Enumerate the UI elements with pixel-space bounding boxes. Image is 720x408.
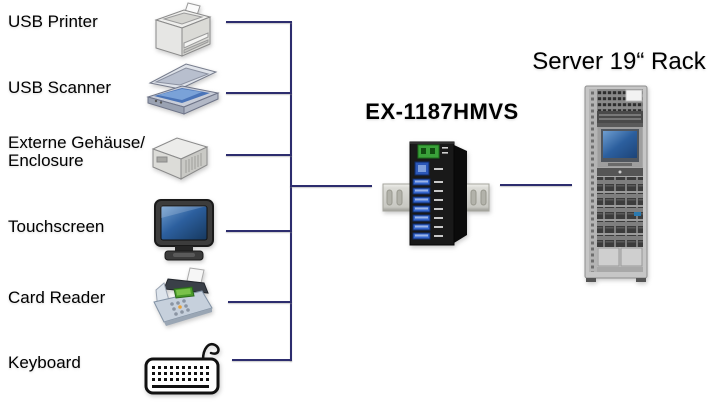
label-keyboard: Keyboard [8, 353, 81, 372]
usb-b-upstream-port [414, 161, 430, 176]
scanner-icon [146, 63, 220, 115]
server-rack-icon [584, 85, 648, 282]
bus-vertical-line [290, 21, 292, 361]
rack-monitor [597, 123, 643, 167]
hub-to-rack-line [500, 184, 572, 186]
card-reader-icon [153, 267, 213, 326]
label-enclosure-line2: Enclosure [8, 151, 84, 170]
usb-hub-din-rail-icon [382, 141, 490, 246]
label-enclosure-line1: Externe Gehäuse/ [8, 133, 146, 152]
drive-enclosure-icon [151, 137, 209, 180]
label-enclosure: Externe Gehäuse/ Enclosure [8, 134, 145, 170]
branch-line-scanner [226, 92, 292, 94]
usb-a-ports [412, 178, 443, 240]
touchscreen-icon [154, 199, 214, 261]
power-terminal-block [417, 144, 440, 159]
label-card-reader: Card Reader [8, 288, 106, 307]
branch-line-keyboard [232, 359, 292, 361]
label-usb-printer: USB Printer [8, 12, 98, 31]
branch-line-card-reader [228, 301, 292, 303]
printer-icon [154, 2, 212, 57]
bus-to-hub-line [290, 185, 372, 187]
hub-model-title: EX-1187HMVS [365, 99, 519, 124]
rack-servers [597, 177, 643, 247]
usb-hub-body [409, 141, 467, 246]
server-rack-title: Server 19“ Rack [532, 48, 706, 75]
label-usb-scanner: USB Scanner [8, 78, 111, 97]
keyboard-icon [144, 343, 220, 395]
branch-line-enclosure [226, 154, 292, 156]
branch-line-touchscreen [226, 230, 292, 232]
branch-line-printer [226, 21, 292, 23]
label-touchscreen: Touchscreen [8, 217, 105, 236]
